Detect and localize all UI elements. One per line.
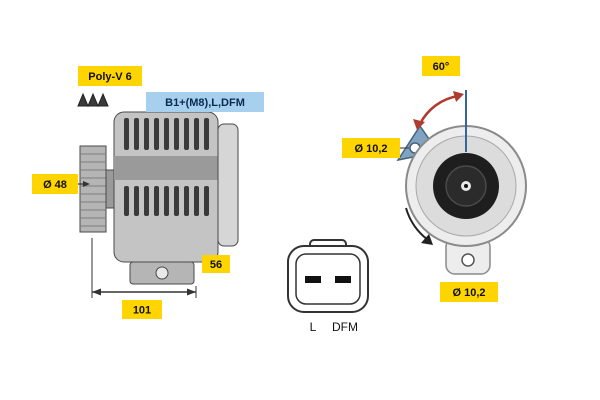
leader-arrowhead [83,181,90,187]
label-length-101: 101 [122,300,162,319]
lug-hole-bottom [461,253,475,267]
fin [154,118,159,150]
label-bg [122,300,162,319]
shaft-center-dot [464,184,468,188]
connector-outline [287,245,369,313]
rear-end-cap [217,123,239,247]
label-bg [342,138,400,158]
fin [144,186,149,216]
dimension-101 [91,238,197,298]
label-bg [78,66,142,86]
dim-arrowhead-left [92,288,101,296]
angle-label: 60° [433,61,450,73]
connector-inner-outline [295,253,361,305]
fin [124,118,129,150]
fin [204,186,209,216]
rotation-arrow [405,207,433,245]
belt-profile-icon [77,92,109,108]
label-pulley-diameter: Ø 48 [32,174,90,194]
connector-pin-dfm [335,276,351,283]
arc-arrowhead-end [453,91,464,102]
hole-top-label: Ø 10,2 [354,143,387,155]
label-angle-60: 60° [422,56,460,76]
fin [174,186,179,216]
fin [124,186,129,216]
label-terminals: B1+(M8),L,DFM [146,92,264,112]
hole-bottom-label: Ø 10,2 [452,287,485,299]
cooling-fins-bottom [124,186,209,216]
fin [164,186,169,216]
label-hole-top: Ø 10,2 [342,138,409,158]
pin-l-label: L [310,320,317,334]
pulley-body [79,145,107,233]
foot-hole [155,266,169,280]
stator-band [114,156,218,180]
length-label: 101 [133,304,151,316]
side-view: Poly-V 6 B1+(M8),L,DFM Ø 48 56 101 [32,66,264,319]
label-bg [32,174,78,194]
connector-pin-l [305,276,321,283]
fin [154,186,159,216]
poly-v-label: Poly-V 6 [88,71,131,83]
label-bg [146,92,264,112]
fin [184,118,189,150]
terminals-label: B1+(M8),L,DFM [165,97,245,109]
fin [134,186,139,216]
label-bg [202,255,230,273]
angle-arc-arrow [413,91,464,130]
fin [144,118,149,150]
label-depth-56: 56 [202,255,230,273]
depth-label: 56 [210,259,222,271]
fin [204,118,209,150]
label-bg [440,282,498,302]
fin [174,118,179,150]
label-bg [422,56,460,76]
rotation-arrowhead [421,234,433,245]
fin [194,118,199,150]
fin [194,186,199,216]
label-poly-v: Poly-V 6 [78,66,142,86]
arc [418,94,459,125]
fin [184,186,189,216]
fin [134,118,139,150]
front-view: 60° Ø 10,2 Ø 10,2 [342,56,527,302]
connector-detail: L DFM [287,239,369,334]
dim-arrowhead-right [187,288,196,296]
fin [164,118,169,150]
pulley-side [79,145,115,233]
label-hole-bottom: Ø 10,2 [440,282,498,302]
pulley-shaft-spacer [105,169,115,209]
pulley-diameter-label: Ø 48 [43,179,67,191]
cooling-fins-top [124,118,209,150]
arc-arrowhead-start [413,119,425,130]
pin-dfm-label: DFM [332,320,358,334]
